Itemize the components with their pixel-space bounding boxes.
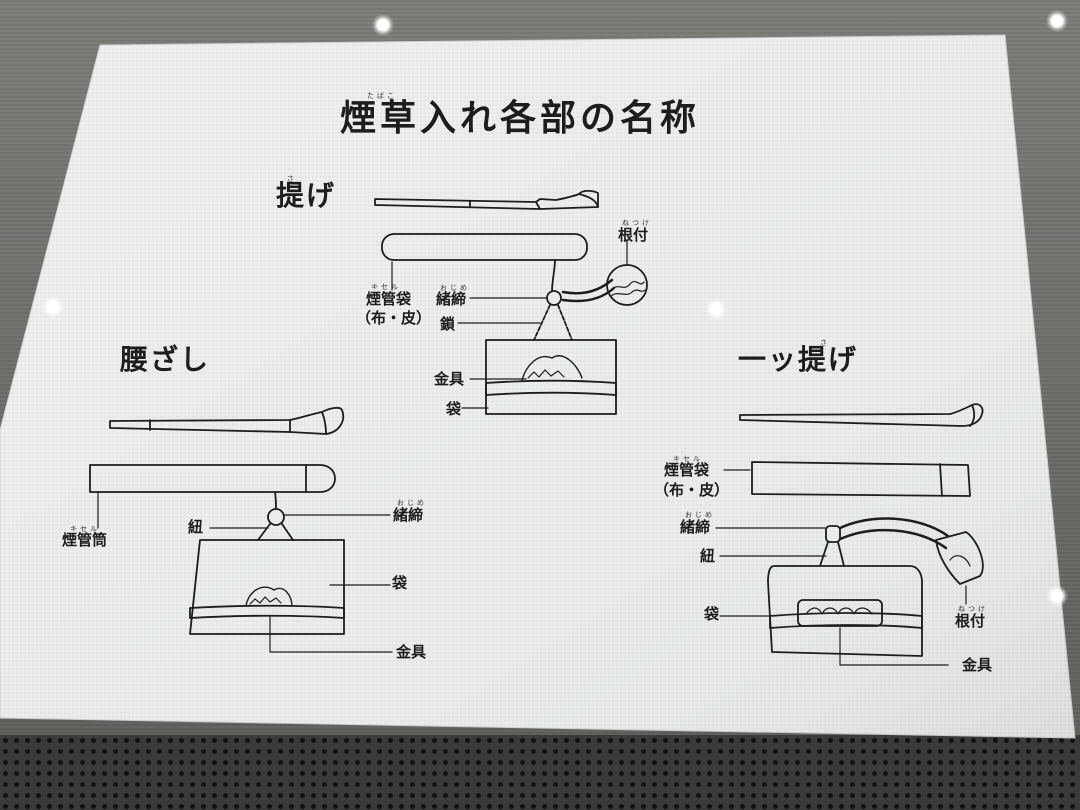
light-reflection [42, 296, 64, 318]
himo-cord [819, 541, 845, 567]
koshizashi-heading: 腰ざし [120, 343, 211, 376]
kiseru-ruby: キセル [70, 525, 100, 533]
kanagu-ornament-sage [521, 355, 583, 381]
netsuke-ruby: ねつけ [622, 219, 652, 227]
kanagu-ornament-koshizashi [245, 586, 293, 607]
perforated-grille [0, 735, 1080, 810]
netsuke-ruby: ねつけ [958, 605, 988, 613]
kiseru-pipe-hitotsu-sage [739, 403, 984, 427]
fukuro-pouch-koshizashi [189, 539, 345, 635]
label-fukuro: 袋 [704, 605, 720, 623]
kiseru-pipe-sage [374, 189, 599, 210]
ojime-ruby: おじめ [397, 499, 427, 507]
kiseru-ruby: キセル [673, 455, 703, 463]
label-kusari: 鎖 [440, 315, 456, 333]
fukuro-pouch-hitotsu-sage [767, 565, 923, 657]
label-material: （布・皮） [654, 481, 730, 499]
label-himo: 紐 [700, 547, 716, 565]
label-ojime: 緒締 [680, 518, 711, 536]
kusari-chain [533, 304, 573, 341]
ojime-bead-hitotsu-sage [825, 525, 841, 543]
kiseru-zutsu [89, 464, 336, 493]
light-reflection [1046, 585, 1068, 607]
label-fukuro: 袋 [392, 574, 408, 592]
label-ojime: 緒締 [436, 290, 467, 308]
ojime-bead-sage [546, 290, 562, 306]
label-kanagu: 金具 [962, 656, 993, 674]
light-reflection [705, 298, 727, 320]
cord [274, 491, 277, 511]
label-netsuke: 根付 [618, 226, 649, 244]
cord [551, 259, 556, 293]
label-kanagu: 金具 [396, 643, 427, 661]
label-material: （布・皮） [356, 309, 432, 327]
kiseru-pipe-koshizashi [109, 406, 345, 435]
label-fukuro: 袋 [446, 400, 462, 418]
label-kiseru-bukuro: 煙管袋 [366, 290, 412, 308]
kiseru-bukuro-sage [381, 233, 588, 261]
kiseru-ruby: キセル [371, 283, 401, 291]
label-kiseru-zutsu: 煙管筒 [62, 531, 108, 549]
himo-cord [257, 523, 294, 541]
kiseru-bukuro-hitotsu-sage [751, 461, 971, 497]
label-ojime: 緒締 [393, 506, 424, 524]
light-reflection [372, 14, 394, 36]
kanagu-plate-hitotsu-sage [797, 599, 883, 627]
ojime-bead-koshizashi [267, 508, 285, 526]
label-netsuke: 根付 [955, 612, 986, 630]
light-reflection [1046, 10, 1068, 32]
ojime-ruby: おじめ [440, 284, 470, 292]
page-title: 煙草入れ各部の名称 [340, 97, 701, 139]
sage-heading-ruby: さ [287, 175, 297, 183]
ojime-ruby: おじめ [685, 511, 715, 519]
sage-heading: 提げ [276, 179, 337, 212]
label-kiseru-bukuro: 煙管袋 [664, 461, 710, 479]
hitotsu-sage-heading-ruby: さ [820, 339, 830, 347]
label-himo: 紐 [188, 518, 204, 536]
label-kanagu: 金具 [434, 370, 465, 388]
netsuke-hitotsu-sage [935, 531, 984, 585]
title-ruby: たばこ [367, 92, 397, 100]
hitotsu-sage-heading: 一ッ提げ [738, 343, 859, 376]
